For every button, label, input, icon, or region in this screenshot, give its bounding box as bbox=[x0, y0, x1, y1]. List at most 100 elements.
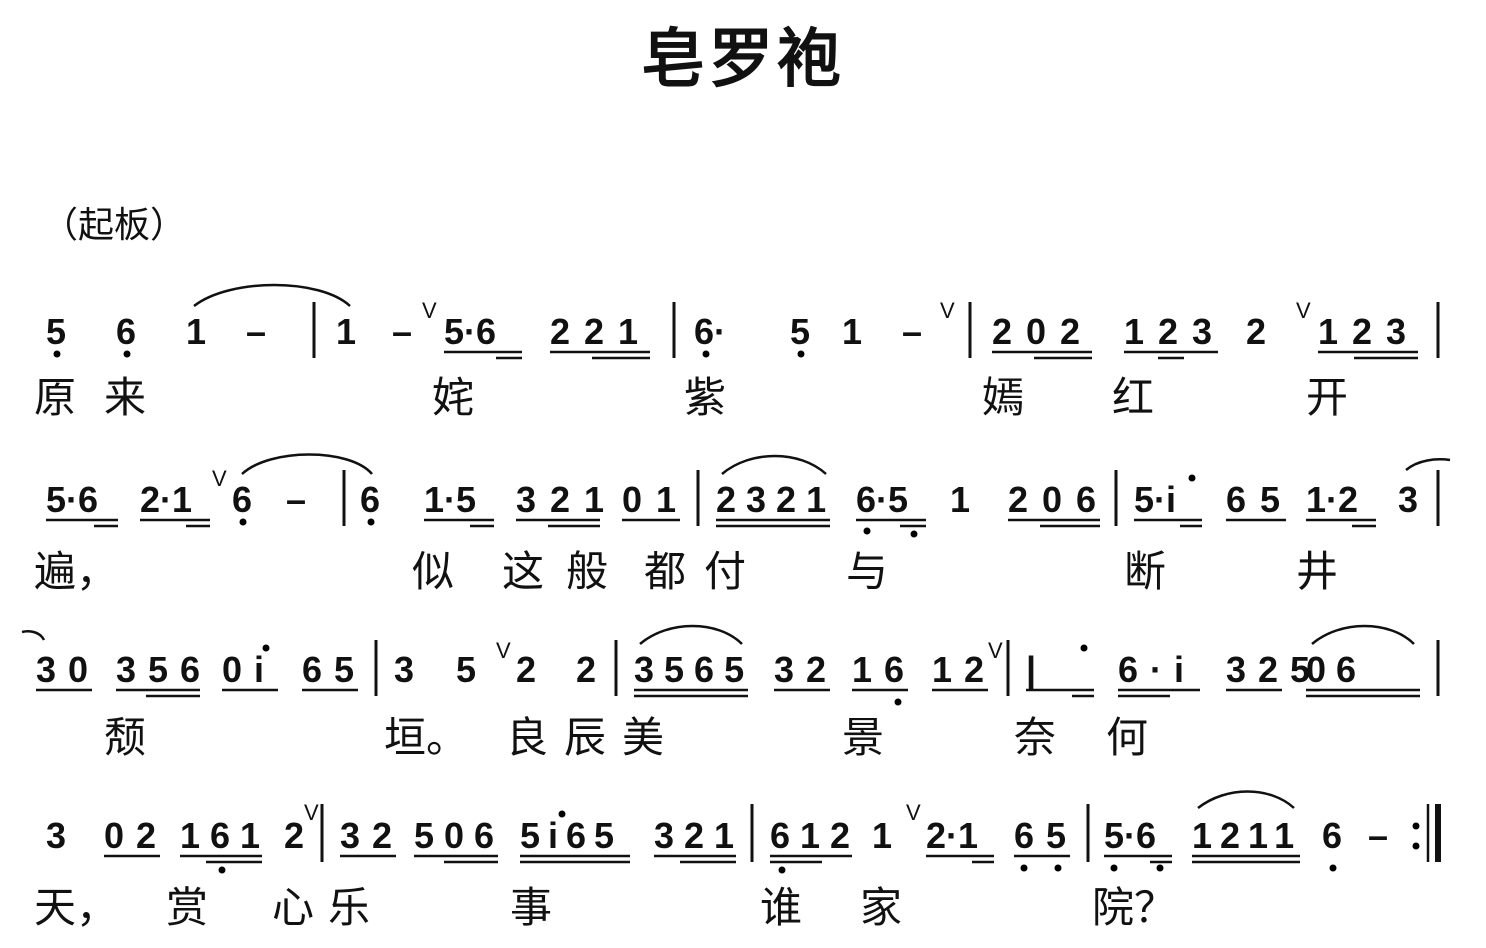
breath-mark: V bbox=[212, 466, 227, 491]
note: 5·6 bbox=[444, 311, 496, 352]
tie bbox=[21, 630, 46, 641]
lyric: 嫣 bbox=[982, 373, 1024, 422]
note: 1 bbox=[950, 479, 970, 520]
note: 202 bbox=[992, 311, 1094, 352]
lyric: 井 bbox=[1296, 547, 1338, 596]
dash: – bbox=[286, 479, 306, 520]
note: 5·6 bbox=[1104, 815, 1156, 856]
note: 2 bbox=[516, 649, 536, 690]
note: 2·1 bbox=[140, 479, 192, 520]
dash: – bbox=[392, 311, 412, 352]
note: 6 bbox=[116, 311, 136, 352]
note: 123 bbox=[1124, 311, 1226, 352]
note: 65 bbox=[1014, 815, 1078, 856]
lyric: 都 bbox=[644, 547, 686, 596]
note: 6·5 bbox=[856, 479, 908, 520]
note: 1·5 bbox=[424, 479, 476, 520]
note: 321 bbox=[516, 479, 618, 520]
note: 16 bbox=[852, 649, 916, 690]
system-4: 3 02 161 2 V 32 506 5i65 321 612 1 V 2·1… bbox=[34, 790, 1441, 932]
lyric: 开 bbox=[1306, 373, 1348, 422]
breath-mark: V bbox=[940, 298, 955, 323]
note: 5·6 bbox=[46, 479, 98, 520]
note: 206 bbox=[1008, 479, 1110, 520]
note: 5i65 bbox=[520, 815, 622, 856]
breath-mark: V bbox=[906, 800, 921, 825]
lyric: 赏 bbox=[166, 883, 208, 932]
note: 2·1 bbox=[926, 815, 978, 856]
lyric: 般 bbox=[566, 547, 608, 596]
breath-mark: V bbox=[1296, 298, 1311, 323]
lyric: 谁 bbox=[760, 883, 802, 932]
dash: – bbox=[246, 311, 266, 352]
note: 3 bbox=[46, 815, 66, 856]
lyric: 红 bbox=[1112, 373, 1154, 422]
lyric: 奈 bbox=[1014, 713, 1056, 762]
note: 01 bbox=[622, 479, 690, 520]
system-1: 5 6 1 – 1 – V 5·6 221 6· 5 1 – V 202 123… bbox=[34, 283, 1440, 422]
lyric: 心 bbox=[272, 883, 314, 932]
note: 5 bbox=[790, 311, 810, 352]
song-title: 皂罗袍 bbox=[641, 22, 845, 97]
lyric: 天， bbox=[34, 883, 118, 932]
lyric: 美 bbox=[622, 713, 664, 762]
note: 32 bbox=[340, 815, 404, 856]
note: 221 bbox=[550, 311, 652, 352]
breath-mark: V bbox=[988, 638, 1003, 663]
note: 2 bbox=[1246, 311, 1266, 352]
lyric: 何 bbox=[1106, 713, 1148, 762]
lyric: 景 bbox=[842, 713, 884, 762]
lyric: 院？ bbox=[1092, 883, 1176, 932]
lyric: 付 bbox=[704, 547, 746, 596]
note: 1 bbox=[186, 311, 206, 352]
note: 6·i bbox=[1118, 649, 1196, 690]
repeat-end-barline bbox=[1412, 804, 1441, 862]
note: 1 bbox=[872, 815, 892, 856]
note: 06 bbox=[1306, 649, 1366, 690]
lyric: 这 bbox=[502, 547, 544, 596]
note: 1 bbox=[842, 311, 862, 352]
slur bbox=[193, 283, 351, 307]
note: 3 bbox=[394, 649, 414, 690]
dash: – bbox=[902, 311, 922, 352]
note: 161 bbox=[180, 815, 270, 856]
note: 5 bbox=[46, 311, 66, 352]
note: 32 bbox=[774, 649, 838, 690]
note: 02 bbox=[104, 815, 168, 856]
note: 5 bbox=[456, 649, 476, 690]
slur bbox=[721, 454, 827, 475]
note: 612 bbox=[770, 815, 860, 856]
lyric: 来 bbox=[104, 373, 146, 422]
system-3: 30 356 0i 65 3 5 V 2 2 3565 32 16 12 V |… bbox=[21, 624, 1440, 762]
note: 2 bbox=[576, 649, 596, 690]
note: 6 bbox=[360, 479, 380, 520]
lyric: 与 bbox=[846, 547, 888, 596]
note: 1211 bbox=[1192, 815, 1302, 856]
dash: – bbox=[1368, 815, 1388, 856]
note: 2 bbox=[284, 815, 304, 856]
note: 30 bbox=[36, 649, 100, 690]
lyric: 姹 bbox=[432, 373, 474, 422]
note: 12 bbox=[932, 649, 996, 690]
note: 6 bbox=[232, 479, 252, 520]
lyric: 垣。 bbox=[384, 713, 468, 762]
note: | bbox=[1026, 649, 1036, 691]
lyric: 乐 bbox=[328, 883, 370, 932]
lyric: 遍， bbox=[34, 547, 118, 596]
note: 65 bbox=[302, 649, 366, 690]
note: 3 bbox=[1398, 479, 1418, 520]
lyric: 事 bbox=[510, 883, 552, 932]
note: 321 bbox=[654, 815, 744, 856]
note: 0i bbox=[222, 649, 276, 690]
note: 1·2 bbox=[1306, 479, 1358, 520]
breath-mark: V bbox=[422, 298, 437, 323]
lyric: 断 bbox=[1124, 547, 1166, 596]
note: 506 bbox=[414, 815, 504, 856]
lyric: 颓 bbox=[104, 713, 146, 762]
note: 3565 bbox=[634, 649, 754, 690]
note: 6 bbox=[1322, 815, 1342, 856]
tempo-marking: （起板） bbox=[42, 205, 187, 246]
note: 325 bbox=[1226, 649, 1322, 690]
breath-mark: V bbox=[496, 638, 511, 663]
note: 6· bbox=[694, 311, 726, 352]
